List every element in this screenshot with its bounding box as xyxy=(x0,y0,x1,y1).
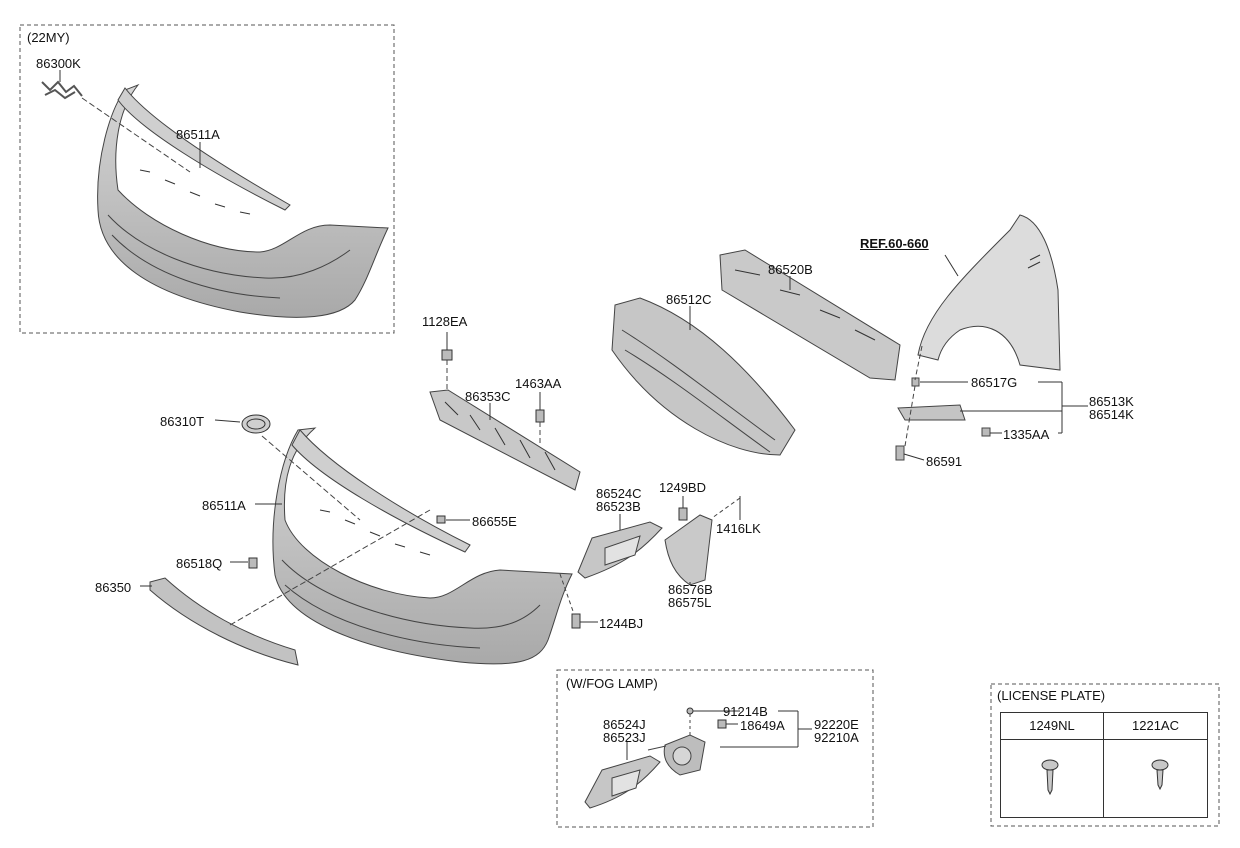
leader-dashed xyxy=(229,509,431,626)
part-label-86310T: 86310T xyxy=(160,414,205,429)
part-label-1244BJ: 1244BJ xyxy=(599,616,644,631)
group-box-fog-lamp xyxy=(556,669,874,828)
part-label-86655E: 86655E xyxy=(472,514,517,529)
leader-dashed xyxy=(711,497,741,519)
part-label-86513K: 86513K xyxy=(1089,394,1134,409)
fog-garnish xyxy=(577,521,663,579)
front-bumper-cover xyxy=(272,427,573,665)
screw-1221AC xyxy=(1151,759,1169,791)
leader-line xyxy=(944,254,959,277)
part-label-92220E: 92220E xyxy=(814,717,859,732)
part-label-ref-60-660: REF.60-660 xyxy=(860,236,929,251)
part-label-86591: 86591 xyxy=(926,454,963,469)
part-label-1335AA: 1335AA xyxy=(1003,427,1050,442)
license-plate-table: 1249NL 1221AC xyxy=(1000,712,1208,818)
front-fender xyxy=(917,214,1061,371)
part-label-86512C: 86512C xyxy=(666,292,712,307)
part-label-86576B: 86576B xyxy=(668,582,713,597)
license-col-header: 1249NL xyxy=(1001,713,1103,740)
part-label-1249BD: 1249BD xyxy=(659,480,706,495)
part-label-86300K: 86300K xyxy=(36,56,81,71)
emblem-front xyxy=(241,414,271,434)
part-label-18649A: 18649A xyxy=(740,718,785,733)
group-title-22my: (22MY) xyxy=(27,30,70,45)
part-label-86575L: 86575L xyxy=(668,595,712,610)
leader-dashed xyxy=(559,573,575,615)
part-label-86524J: 86524J xyxy=(603,717,646,732)
leader-dashed xyxy=(261,435,361,521)
part-label-86518Q: 86518Q xyxy=(176,556,223,571)
part-label-86520B: 86520B xyxy=(768,262,813,277)
radiator-grille xyxy=(611,297,796,456)
part-label-86514K: 86514K xyxy=(1089,407,1134,422)
part-label-86350: 86350 xyxy=(95,580,132,595)
group-title-fog-lamp: (W/FOG LAMP) xyxy=(566,676,658,691)
screw-1249NL xyxy=(1041,759,1059,796)
fog-lamp-garnish xyxy=(584,755,661,809)
part-label-86511A: 86511A xyxy=(202,498,246,513)
license-col-1249NL: 1249NL xyxy=(1001,713,1104,817)
grille-bracket xyxy=(429,389,581,491)
fog-lamp-assembly xyxy=(647,734,706,776)
group-title-license-plate: (LICENSE PLATE) xyxy=(997,688,1106,703)
part-label-86517G: 86517G xyxy=(971,375,1018,390)
leader-dashed xyxy=(904,385,916,447)
group-box-license-plate xyxy=(990,683,1220,827)
air-guide xyxy=(664,514,713,586)
license-col-header: 1221AC xyxy=(1104,713,1207,740)
bumper-22my xyxy=(97,83,389,318)
part-label-86523B: 86523B xyxy=(596,499,641,514)
group-box-22my xyxy=(19,24,395,334)
bracket-small xyxy=(248,515,446,569)
part-label-1128EA: 1128EA xyxy=(422,314,468,329)
part-label-86523J: 86523J xyxy=(603,730,646,745)
part-label-86353C: 86353C xyxy=(465,389,511,404)
upper-grille-trim-22my xyxy=(117,87,291,211)
part-label-92210A: 92210A xyxy=(814,730,859,745)
part-label-86511A-22my: 86511A xyxy=(176,127,220,142)
part-label-1416LK: 1416LK xyxy=(716,521,761,536)
leader-line xyxy=(903,453,925,461)
license-col-1221AC: 1221AC xyxy=(1104,713,1207,817)
part-label-1463AA: 1463AA xyxy=(515,376,562,391)
energy-absorber xyxy=(719,249,901,381)
part-label-86524C: 86524C xyxy=(596,486,642,501)
leader-line xyxy=(214,419,241,423)
grille-trim xyxy=(291,429,471,553)
leader-dashed xyxy=(81,97,191,173)
leader-dashed xyxy=(914,345,923,381)
screws xyxy=(571,507,688,629)
part-label-91214B: 91214B xyxy=(723,704,768,719)
lower-grille-strip xyxy=(149,577,299,666)
side-bracket xyxy=(895,377,991,461)
emblem-22my xyxy=(41,80,83,100)
